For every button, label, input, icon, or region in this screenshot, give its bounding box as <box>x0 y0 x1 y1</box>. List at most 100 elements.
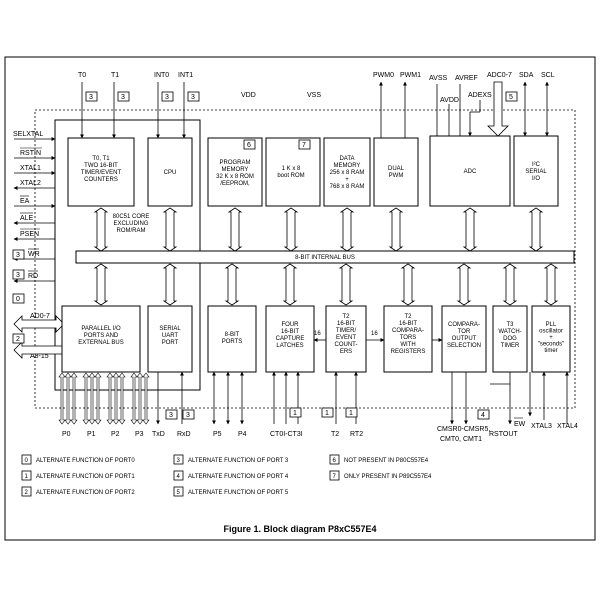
ad-pin: AD0-7 <box>30 313 50 320</box>
rd-pin: RD <box>28 273 38 280</box>
comparators-text-line: COMPARA- <box>392 328 424 334</box>
xtal2-pin: XTAL2 <box>20 180 41 187</box>
internal-bus <box>75 250 575 264</box>
t2-timer-text-line: 16-BIT <box>337 321 355 327</box>
tag-3d: 3 <box>191 94 195 101</box>
tag-4: 4 <box>481 412 485 419</box>
tag-1b: 1 <box>325 410 329 417</box>
legend-number: 4 <box>177 474 181 480</box>
i2c-text-line: I/O <box>532 176 540 182</box>
pwm-block <box>373 137 419 207</box>
legend-number: 6 <box>333 458 337 464</box>
p1-pin: P1 <box>87 431 96 438</box>
legend-text: ALTERNATE FUNCTION OF PORT 5 <box>188 490 289 496</box>
comparators-text-line: T2 <box>404 314 412 320</box>
data-memory-text-line: 256 x 8 RAM <box>330 170 365 176</box>
xtal3-pin: XTAL3 <box>531 423 552 430</box>
t2-timer-text-line: EVENT <box>336 335 356 341</box>
left-signal-labels: SELXTAL RSTIN XTAL1 XTAL2 EA ALE PSEN WR… <box>13 131 50 360</box>
bus-width-2: 16 <box>371 331 378 337</box>
capture-text-line: FOUR <box>282 322 300 328</box>
data-memory-text-line: MEMORY <box>334 163 361 169</box>
tag-3g: 3 <box>169 412 173 419</box>
tag-3f: 3 <box>16 272 20 279</box>
t2-timer-text-line: TIMER/ <box>336 328 357 334</box>
rt2-pin: RT2 <box>350 431 363 438</box>
legend-box <box>173 486 184 497</box>
ale-pin: ALE <box>20 215 34 222</box>
serial-uart-text-line: SERIAL <box>159 326 181 332</box>
adc-block <box>429 135 511 207</box>
legend-text: ONLY PRESENT IN P89C557E4 <box>344 474 432 480</box>
tag-3c: 3 <box>165 94 169 101</box>
program-memory-text-line: /EEPROM, <box>220 181 250 187</box>
top-signal-labels: T0 T1 INT0 INT1 PWM0 PWM1 AVSS AVDD AVRE… <box>78 72 555 104</box>
p3-pin: P3 <box>135 431 144 438</box>
bus-arrow <box>162 263 178 306</box>
legend-text: ALTERNATE FUNCTION OF PORT2 <box>36 490 135 496</box>
pll-text-line: PLL <box>546 322 557 328</box>
t0-pin: T0 <box>78 72 86 79</box>
p2-pin: P2 <box>111 431 120 438</box>
comp-out-text-line: OUTPUT <box>452 336 477 342</box>
p5-pin: P5 <box>213 431 222 438</box>
comparator-output-block <box>441 305 487 373</box>
program-memory-text-line: 32 K x 8 ROM <box>216 174 254 180</box>
top-port-tags: 3 3 3 3 5 <box>85 91 518 102</box>
bottom-port-tags: 3 3 1 1 1 4 <box>165 407 490 420</box>
bus-arrow <box>462 207 478 252</box>
bus-arrow <box>528 207 544 252</box>
boot-rom-text-line: boot ROM <box>277 173 304 179</box>
legend-box <box>21 486 32 497</box>
i2c-text-line: SERIAL <box>525 169 547 175</box>
txd-pin: TxD <box>152 431 165 438</box>
core-text-line: EXCLUDING <box>113 221 148 227</box>
adexs-pin: ADEXS <box>468 92 492 99</box>
t2-timer-text-line: COUNT- <box>335 342 358 348</box>
chip-boundary <box>34 109 576 409</box>
int1-pin: INT1 <box>178 72 193 79</box>
legend-text: ALTERNATE FUNCTION OF PORT1 <box>36 474 135 480</box>
legend-text: ALTERNATE FUNCTION OF PORT 3 <box>188 458 289 464</box>
bus-arrow <box>224 263 240 306</box>
bus-arrow <box>543 263 559 306</box>
rxd-pin: RxD <box>177 431 191 438</box>
p4-pin: P4 <box>238 431 247 438</box>
selxtal-pin: SELXTAL <box>13 131 43 138</box>
bus-arrow <box>400 263 416 306</box>
capture-latches-block <box>265 305 315 373</box>
pll-text-line: timer <box>544 348 557 354</box>
tag-5: 5 <box>509 94 513 101</box>
pll-text-line: "seconds" <box>538 342 565 348</box>
bus-arrow <box>142 372 150 425</box>
capture-text-line: CAPTURE <box>276 336 305 342</box>
serial-uart-text-line: UART <box>162 333 179 339</box>
core-text-line: 80C51 CORE <box>113 214 150 220</box>
bus-arrow <box>283 207 299 252</box>
t2-comparators-block <box>383 305 433 373</box>
legend-text: NOT PRESENT IN P80C557E4 <box>344 458 429 464</box>
comparators-text-line: 16-BIT <box>399 321 417 327</box>
bus-width-1: 16 <box>314 331 321 337</box>
legend-box <box>21 454 32 465</box>
rstout-pin: RSTOUT <box>489 431 518 438</box>
xtal1-pin: XTAL1 <box>20 165 41 172</box>
parallel-io-text-line: PARALLEL I/O <box>81 326 121 332</box>
core-text-line: ROM/RAM <box>117 228 146 234</box>
psen-pin: PSEN <box>20 231 39 238</box>
timer-counter-text-line: TWO 16-BIT <box>84 163 118 169</box>
timer-counter-text-line: TIMER/EVENT <box>81 170 122 176</box>
bus-arrow <box>227 207 243 252</box>
adc-input-arrow <box>487 81 509 137</box>
tag-3e: 3 <box>16 252 20 259</box>
scl-pin: SCL <box>541 72 555 79</box>
pwm0-pin: PWM0 <box>373 72 394 79</box>
legend-number: 7 <box>333 474 337 480</box>
figure-caption: Figure 1. Block diagram P8xC557E4 <box>223 524 377 534</box>
legend-box <box>173 454 184 465</box>
cpu-block <box>147 137 193 207</box>
